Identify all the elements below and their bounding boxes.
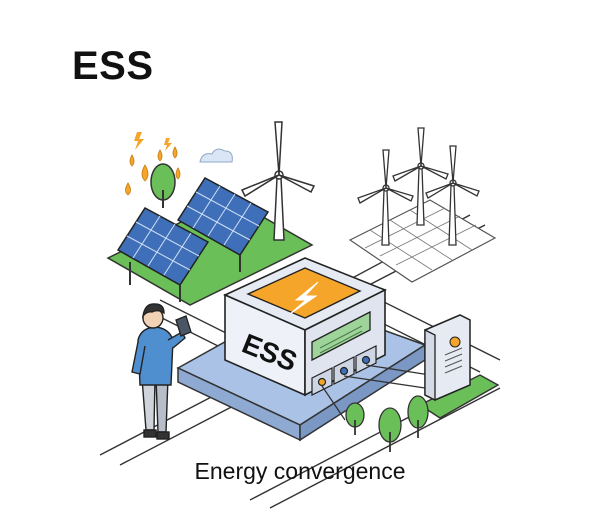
page-title: ESS — [72, 44, 154, 88]
lightning-bolt-icon — [134, 132, 172, 151]
wind-turbine-icon — [392, 127, 449, 226]
wind-farm — [348, 127, 497, 283]
flame-icon — [125, 146, 181, 196]
wind-turbine-icon — [240, 121, 316, 241]
caption: Energy convergence — [194, 458, 406, 484]
ev-charger-icon — [418, 314, 500, 419]
wind-turbine-icon — [425, 145, 480, 246]
solar-field — [106, 132, 314, 306]
tree-icon — [407, 395, 429, 438]
cloud-icon — [199, 148, 233, 163]
wind-turbine-icon — [357, 149, 414, 246]
cables — [321, 364, 431, 421]
tree-icon — [378, 407, 402, 452]
tree-icon — [150, 163, 176, 208]
lightning-bolt-icon — [289, 281, 319, 315]
ess-unit-icon: ESS — [223, 257, 431, 421]
tablet-icon — [175, 315, 192, 337]
solar-panel-icon — [116, 207, 210, 302]
tree-icon — [345, 402, 365, 435]
connector-ports — [311, 345, 377, 396]
